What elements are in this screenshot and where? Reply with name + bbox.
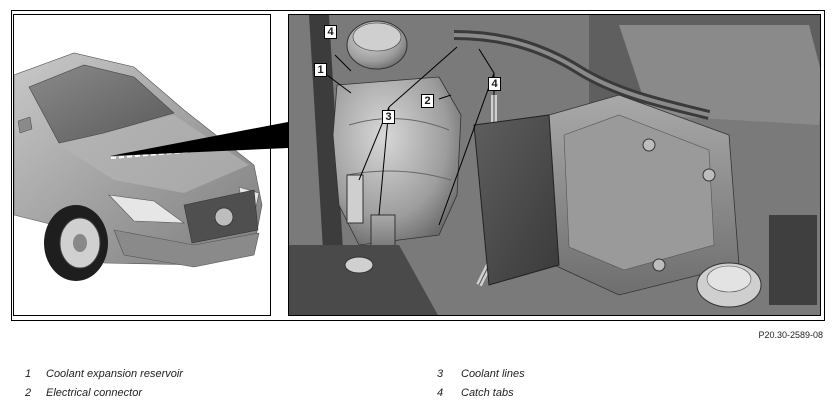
legend-text-4: Catch tabs (461, 387, 514, 399)
engine-bay-illustration-panel: 4 1 2 3 4 (288, 14, 821, 316)
engine-bay-illustration (289, 15, 820, 315)
legend-text-3: Coolant lines (461, 368, 525, 380)
legend-number-2: 2 (25, 387, 32, 399)
callout-4-top-left: 4 (324, 25, 337, 39)
legend-text-2: Electrical connector (46, 387, 142, 399)
legend-text-1: Coolant expansion reservoir (46, 368, 183, 380)
callout-1: 1 (314, 63, 327, 77)
callout-3: 3 (382, 110, 395, 124)
callout-2: 2 (421, 94, 434, 108)
figure-code: P20.30-2589-08 (758, 330, 823, 340)
callout-4-right: 4 (488, 77, 501, 91)
legend-number-1: 1 (25, 368, 32, 380)
legend-number-3: 3 (437, 368, 444, 380)
pointer-wedge (110, 122, 288, 156)
legend-number-4: 4 (437, 387, 444, 399)
car-illustration (14, 52, 270, 281)
car-illustration-panel (13, 14, 271, 316)
